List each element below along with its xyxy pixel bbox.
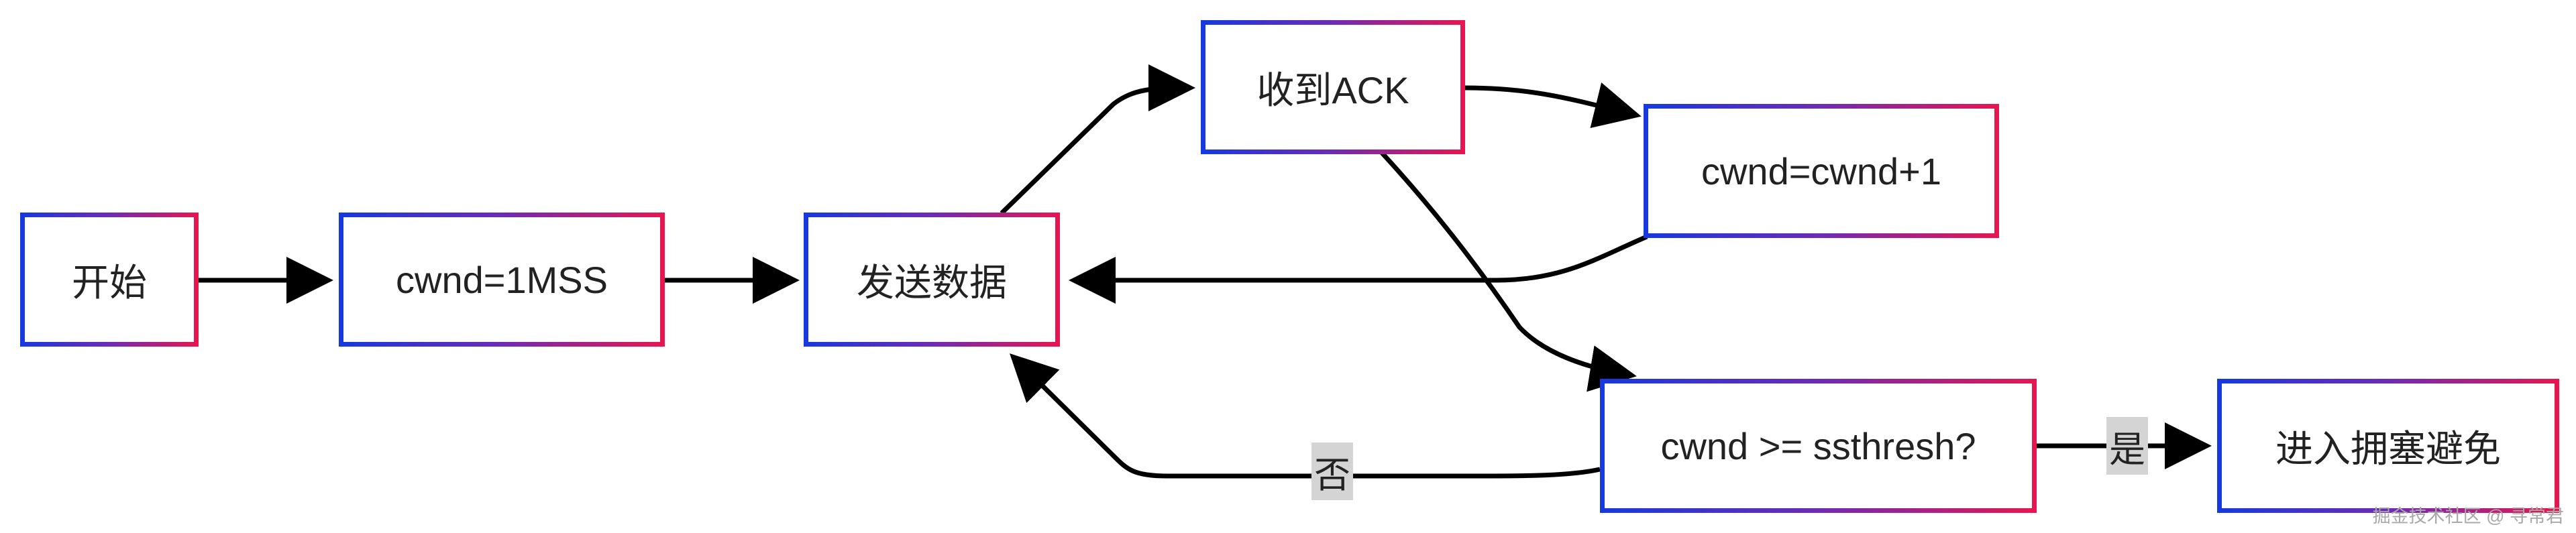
node-check-ssthresh: cwnd >= ssthresh? — [1600, 379, 2037, 513]
edge-send-to-ack — [1000, 64, 1195, 215]
edge-ack-to-check — [1380, 151, 1637, 392]
edge-label-no: 否 — [1311, 442, 1353, 500]
edge-label-yes: 是 — [2106, 417, 2148, 475]
node-congestion-avoidance: 进入拥塞避免 — [2217, 379, 2559, 513]
node-receive-ack: 收到ACK — [1201, 20, 1465, 154]
edge-ack-to-inc — [1464, 82, 1642, 129]
watermark: 掘金技术社区 @ 寻常君 — [2372, 506, 2564, 526]
edge-inc-to-send — [1069, 234, 1648, 304]
edge-check-to-send — [1010, 353, 1601, 479]
node-start: 开始 — [20, 213, 199, 347]
node-send-data: 发送数据 — [804, 213, 1060, 347]
node-init-cwnd: cwnd=1MSS — [339, 213, 665, 347]
node-increase-cwnd: cwnd=cwnd+1 — [1644, 104, 1999, 238]
